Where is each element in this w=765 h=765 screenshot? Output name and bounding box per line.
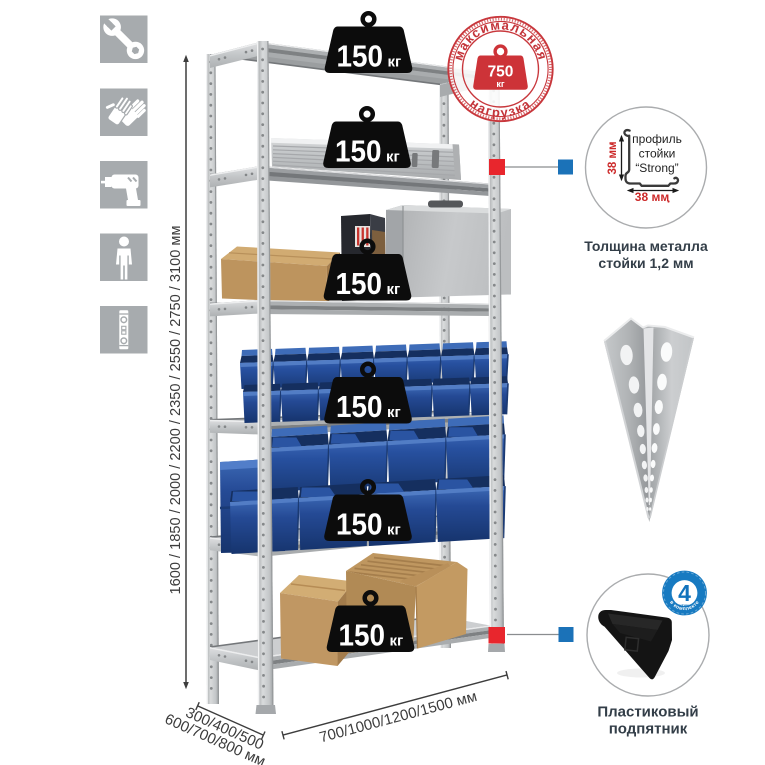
svg-text:кг: кг (387, 522, 401, 539)
svg-text:150: 150 (337, 40, 384, 74)
svg-text:кг: кг (386, 149, 400, 166)
svg-text:150: 150 (339, 619, 386, 653)
svg-text:“Strong”: “Strong” (635, 161, 678, 175)
svg-text:профиль: профиль (632, 132, 682, 146)
svg-text:стойки: стойки (639, 147, 676, 161)
svg-text:1600 / 1850 / 2000 / 2200 / 23: 1600 / 1850 / 2000 / 2200 / 2350 / 2550 … (168, 226, 184, 595)
svg-text:Толщина металла: Толщина металла (584, 238, 708, 254)
svg-text:кг: кг (388, 54, 402, 71)
svg-text:штуки: штуки (678, 603, 691, 608)
svg-text:кг: кг (390, 633, 404, 650)
svg-text:кг: кг (496, 79, 505, 89)
svg-text:Пластиковый: Пластиковый (597, 704, 698, 721)
svg-text:150: 150 (336, 267, 383, 301)
svg-text:38 мм: 38 мм (635, 190, 670, 204)
svg-text:4: 4 (678, 580, 691, 606)
svg-text:150: 150 (336, 508, 383, 542)
svg-text:38 мм: 38 мм (607, 141, 619, 174)
svg-text:150: 150 (335, 135, 382, 169)
svg-text:кг: кг (387, 281, 401, 298)
svg-text:150: 150 (336, 390, 383, 424)
svg-text:подпятник: подпятник (609, 721, 688, 738)
svg-text:стойки 1,2 мм: стойки 1,2 мм (598, 255, 693, 271)
svg-text:кг: кг (387, 404, 401, 421)
svg-text:750: 750 (488, 64, 514, 81)
